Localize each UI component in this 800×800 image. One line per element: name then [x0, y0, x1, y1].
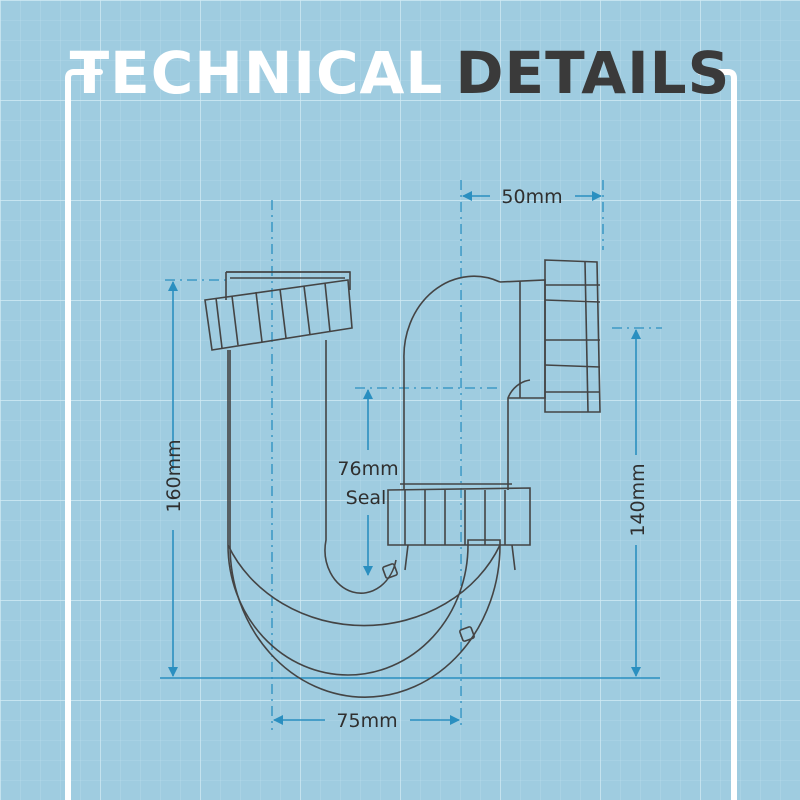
dim-label-75: 75mm: [336, 710, 397, 732]
dim-label-50: 50mm: [501, 186, 562, 208]
dim-label-seal: Seal: [346, 487, 387, 509]
title-part-1: TECHNICAL: [69, 39, 444, 107]
frame: [65, 69, 737, 800]
trap-outline: [204, 259, 601, 698]
dim-label-140: 140mm: [627, 463, 649, 536]
centre-lines: [165, 180, 662, 730]
dimension-lines: [168, 191, 641, 725]
dim-label-76: 76mm: [337, 458, 398, 480]
title-part-2: DETAILS: [455, 39, 731, 107]
dim-label-160: 160mm: [163, 439, 185, 512]
